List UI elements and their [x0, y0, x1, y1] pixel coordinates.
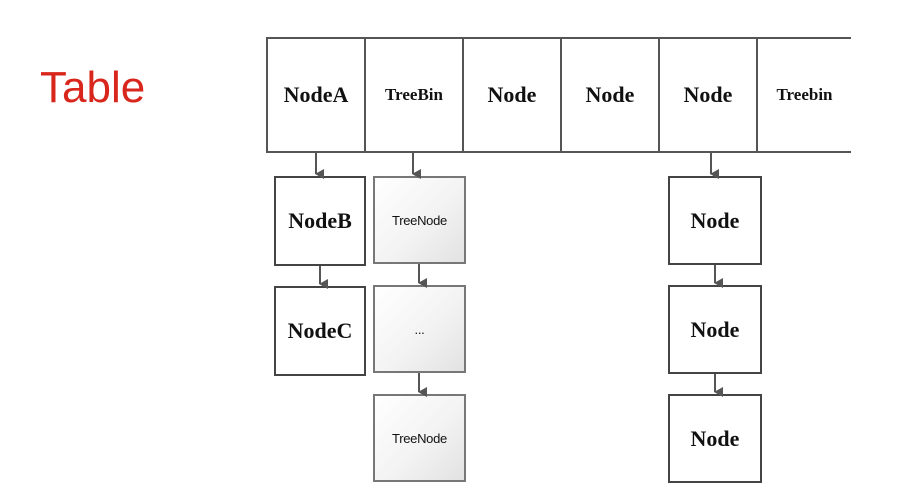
tree-node-1: TreeNode [373, 176, 466, 264]
table-cell-node-3: Node [658, 39, 756, 151]
linked-node-1: Node [668, 176, 762, 265]
diagram-title: Table [40, 63, 146, 112]
table-cell-treebin-2: Treebin [756, 39, 851, 151]
table-cell-node-2: Node [560, 39, 658, 151]
table-cell-nodea: NodeA [266, 39, 364, 151]
tree-node-2: TreeNode [373, 394, 466, 482]
table-cell-node-1: Node [462, 39, 560, 151]
hash-table-array: NodeA TreeBin Node Node Node Treebin [266, 37, 851, 153]
tree-node-ellipsis: ... [373, 285, 466, 373]
linked-node-b: NodeB [274, 176, 366, 266]
linked-node-2: Node [668, 285, 762, 374]
table-cell-treebin: TreeBin [364, 39, 462, 151]
